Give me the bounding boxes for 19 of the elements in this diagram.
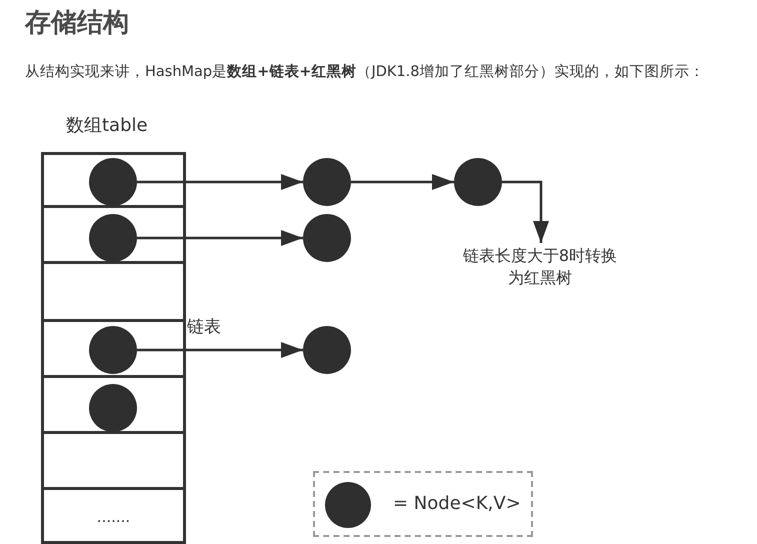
node-circle xyxy=(89,158,137,206)
node-circle xyxy=(454,158,502,206)
legend-text: = Node<K,V> xyxy=(393,493,521,514)
arrow xyxy=(351,174,454,190)
node-circle xyxy=(303,158,351,206)
heading: 存储结构 xyxy=(25,7,129,40)
paragraph: 从结构实现来讲，HashMap是数组+链表+红黑树（JDK1.8增加了红黑树部分）实现的，如下图所示： xyxy=(25,62,704,81)
node-circle xyxy=(89,326,137,374)
node-circle xyxy=(303,214,351,262)
node-circle xyxy=(89,384,137,432)
arrow xyxy=(137,230,303,246)
note-text: 链表长度大于8时转换为红黑树 xyxy=(460,245,620,289)
node-circle xyxy=(303,326,351,374)
arrow xyxy=(137,174,303,190)
table-cell: ....... xyxy=(41,490,186,544)
table-heading: 数组table xyxy=(66,114,148,137)
arrow xyxy=(502,180,549,243)
node-circle xyxy=(89,214,137,262)
arrow xyxy=(137,342,303,358)
